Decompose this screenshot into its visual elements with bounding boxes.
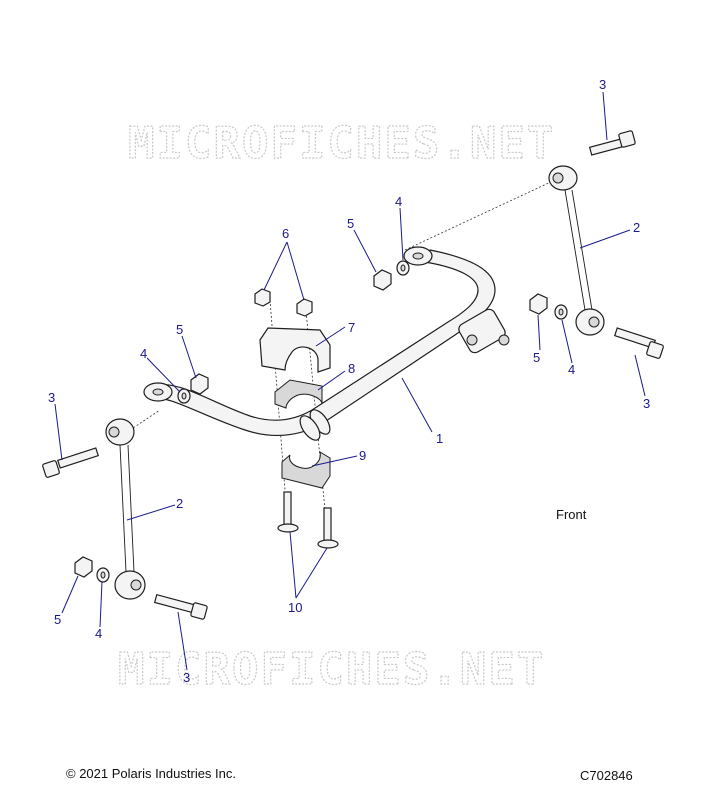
watermark-bottom: MICROFICHES.NET: [118, 644, 545, 695]
callout-5-top: 5: [347, 216, 354, 231]
diagram-code: C702846: [580, 768, 633, 783]
bolt-right: [613, 327, 664, 359]
callout-6: 6: [282, 226, 289, 241]
callout-2-left: 2: [176, 496, 183, 511]
end-link-right: [548, 165, 605, 336]
callout-3-bottom: 3: [183, 670, 190, 685]
bushing-lower: [281, 450, 331, 489]
front-label: Front: [556, 507, 587, 522]
clamp-nuts: [254, 288, 313, 317]
callout-4-bottom: 4: [95, 626, 102, 641]
callout-7: 7: [348, 320, 355, 335]
washers: [96, 260, 568, 583]
leader-lines: [54, 91, 646, 671]
callout-8: 8: [348, 361, 355, 376]
callout-4-top: 4: [395, 194, 402, 209]
callout-3-top: 3: [599, 77, 606, 92]
copyright-text: © 2021 Polaris Industries Inc.: [66, 766, 236, 781]
callout-9: 9: [359, 448, 366, 463]
bolt-top: [588, 130, 636, 156]
callout-1: 1: [436, 431, 443, 446]
bolt-bottom: [153, 593, 208, 620]
alignment-lines: [129, 179, 556, 511]
nuts: [74, 269, 548, 578]
callout-2-right: 2: [633, 220, 640, 235]
clamp-bolts: [277, 491, 339, 549]
callout-10: 10: [288, 600, 302, 615]
end-link-left: [105, 418, 146, 600]
callout-4-left: 4: [140, 346, 147, 361]
sway-bar: [143, 246, 510, 441]
callout-5-right: 5: [533, 350, 540, 365]
watermark-top: MICROFICHES.NET: [128, 118, 555, 169]
callout-3-left: 3: [48, 390, 55, 405]
callout-4-right: 4: [568, 362, 575, 377]
callouts: 1 2 2 3 3 3 3 4 4 4 4 5 5 5 5 6 7 8 9 10: [48, 77, 650, 685]
bushing-upper: [274, 379, 323, 409]
callout-5-bottom: 5: [54, 612, 61, 627]
bracket-clamp: [259, 327, 331, 373]
callout-5-left: 5: [176, 322, 183, 337]
bolt-left: [42, 447, 100, 478]
callout-3-right: 3: [643, 396, 650, 411]
